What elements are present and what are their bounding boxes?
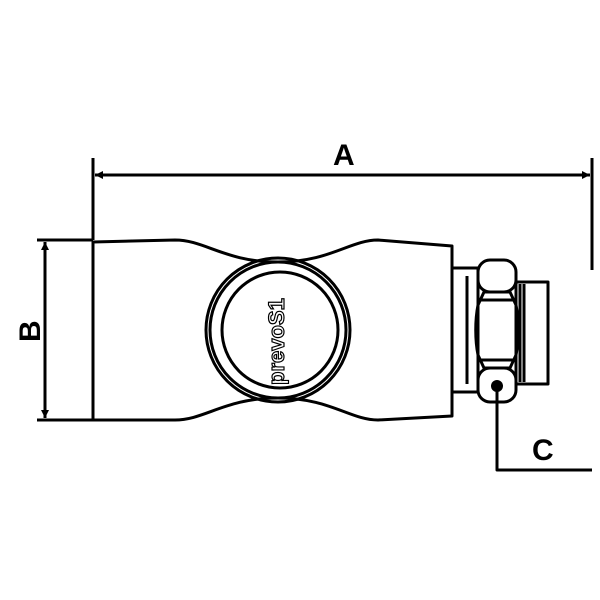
dimension-b-label: B [14,320,47,342]
logo-text: prevoS1 [264,298,289,385]
dimension-c: C [495,386,592,472]
threaded-end [514,280,550,386]
dimension-b: B [14,238,93,422]
coupler-body: prevoS1 [91,238,454,422]
dimension-c-label: C [532,434,554,467]
dimension-a-label: A [333,139,355,172]
dimension-a: A [91,139,594,270]
logo-badge-outer [204,256,352,404]
hex-nut [450,258,520,404]
